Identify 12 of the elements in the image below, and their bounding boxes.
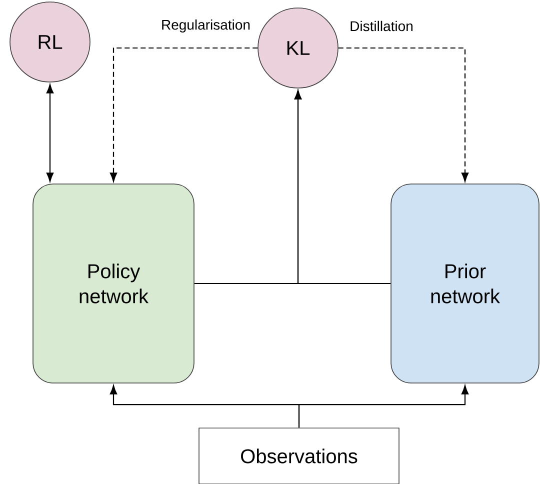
circle-node: KL	[258, 8, 338, 88]
edge-label: Regularisation	[160, 18, 252, 34]
input-box: Observations	[198, 428, 400, 484]
arrow	[294, 90, 391, 284]
process-box: Prior network	[390, 184, 540, 384]
arrow	[110, 47, 258, 182]
arrow	[46, 84, 54, 182]
edge-label: Distillation	[348, 20, 414, 32]
arrow	[298, 385, 469, 428]
circle-node: RL	[10, 2, 90, 82]
process-box: Policy network	[32, 184, 194, 384]
arrow	[338, 47, 469, 182]
